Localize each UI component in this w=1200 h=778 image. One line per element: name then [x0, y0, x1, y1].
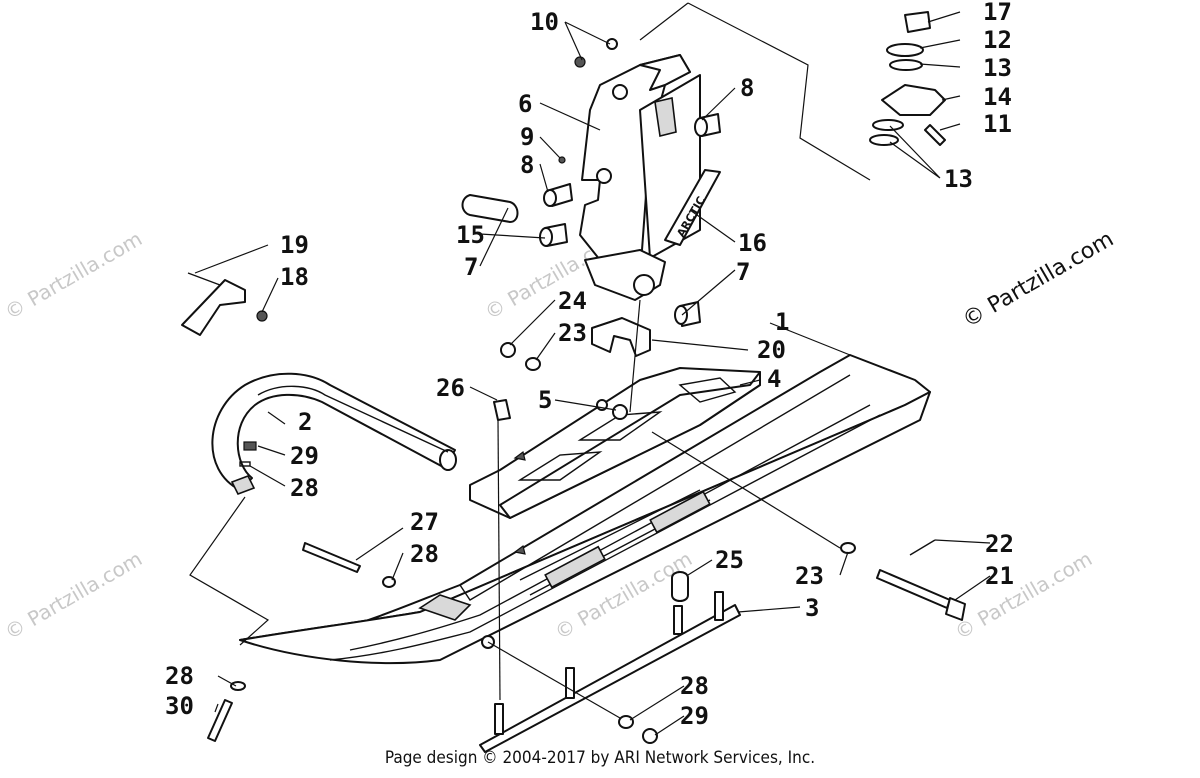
callout-label: 1 — [775, 308, 789, 336]
callout-label: 7 — [736, 258, 750, 286]
callout-label: 30 — [165, 692, 194, 720]
small-parts — [181, 11, 966, 753]
callout-label: 29 — [680, 702, 709, 730]
callout-label: 24 — [558, 287, 587, 315]
callout-label: 5 — [538, 386, 552, 414]
callout-label: 28 — [680, 672, 709, 700]
callout-label: 7 — [464, 253, 478, 281]
callout-label: 4 — [767, 365, 781, 393]
callout-label: 28 — [165, 662, 194, 690]
callout-label: 28 — [410, 540, 439, 568]
callout-label: 20 — [757, 336, 786, 364]
callout-label: 28 — [290, 474, 319, 502]
footer-copyright: Page design © 2004-2017 by ARI Network S… — [384, 748, 816, 768]
callout-label: 18 — [280, 263, 309, 291]
watermark: © Partzilla.com — [951, 546, 1097, 644]
callout-label: 12 — [983, 26, 1012, 54]
callout-label: 19 — [280, 231, 309, 259]
loop-part-2 — [211, 372, 457, 496]
callouts: 1 2 3 4 5 6 7 7 8 8 9 10 11 12 13 13 14 … — [165, 0, 1014, 730]
callout-label: 11 — [983, 110, 1012, 138]
callout-label: 3 — [805, 594, 819, 622]
callout-label: 25 — [715, 546, 744, 574]
leader-lines — [189, 2, 991, 736]
copyright-text: © Partzilla.com — [959, 227, 1119, 334]
callout-label: 26 — [436, 374, 465, 402]
ski-part-1 — [239, 354, 931, 665]
callout-label: 29 — [290, 442, 319, 470]
spindle-part-6: ARCTIC — [579, 54, 721, 301]
callout-label: 27 — [410, 508, 439, 536]
watermark: © Partzilla.com — [1, 226, 147, 324]
callout-label: 23 — [795, 562, 824, 590]
callout-label: 23 — [558, 319, 587, 347]
callout-label: 14 — [983, 83, 1012, 111]
callout-label: 6 — [518, 90, 532, 118]
callout-label: 2 — [298, 408, 312, 436]
callout-label: 13 — [944, 165, 973, 193]
callout-label: 16 — [738, 229, 767, 257]
callout-label: 15 — [456, 221, 485, 249]
callout-label: 10 — [530, 8, 559, 36]
callout-label: 13 — [983, 54, 1012, 82]
callout-label: 17 — [983, 0, 1012, 26]
callout-label: 8 — [740, 74, 754, 102]
callout-label: 9 — [520, 123, 534, 151]
saddle-part-4 — [469, 367, 761, 519]
callout-label: 22 — [985, 530, 1014, 558]
watermark: © Partzilla.com — [1, 546, 147, 644]
callout-label: 21 — [985, 562, 1014, 590]
callout-label: 8 — [520, 151, 534, 179]
